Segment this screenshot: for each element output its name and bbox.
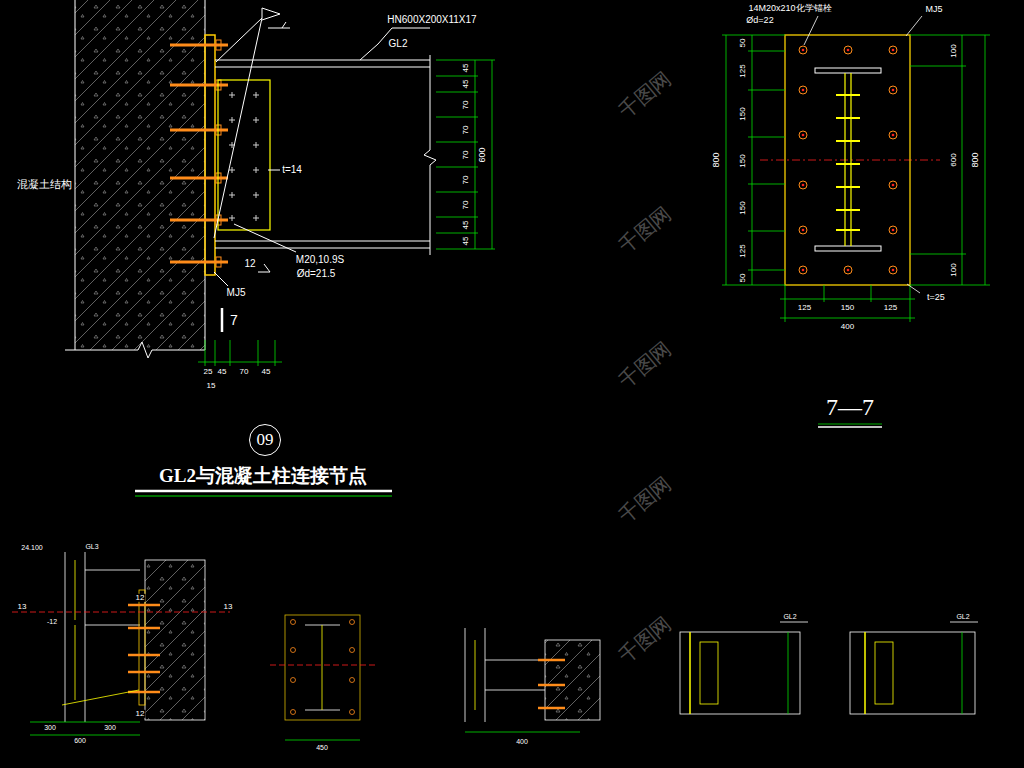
part-name: GL3 bbox=[84, 543, 99, 550]
watermark: 千图网 bbox=[615, 67, 676, 123]
dimension-text: 100 bbox=[950, 43, 958, 58]
plate-thickness: -12 bbox=[46, 618, 58, 625]
dimension-text: 450 bbox=[315, 744, 329, 751]
material-note: 混凝土结构 bbox=[16, 179, 73, 191]
watermark: 千图网 bbox=[615, 202, 676, 258]
dimension-text: 125 bbox=[797, 304, 812, 312]
detail-number-circle: 09 bbox=[249, 424, 281, 456]
dimension-text: 400 bbox=[840, 323, 855, 331]
dimension-text: 300 bbox=[43, 724, 57, 731]
embedded-plate bbox=[205, 35, 215, 275]
dimension-text: 400 bbox=[515, 738, 529, 745]
drawing-title: GL2与混凝土柱连接节点 bbox=[159, 463, 367, 489]
dimension-text: 125 bbox=[739, 243, 747, 258]
dimension-text: 600 bbox=[73, 737, 87, 744]
detail-15 bbox=[680, 622, 808, 714]
section-size: HN600X200X11X17 bbox=[386, 15, 477, 26]
anchor-spec: 14M20x210化学锚栓 bbox=[747, 4, 832, 13]
dimension-text: 15 bbox=[206, 382, 217, 390]
dimension-text: 70 bbox=[239, 368, 250, 376]
dimension-text: 150 bbox=[739, 200, 747, 215]
watermark: 千图网 bbox=[615, 612, 676, 668]
part-name: GL2 bbox=[782, 613, 797, 620]
steel-beam bbox=[215, 55, 436, 255]
section-mark: 7 bbox=[229, 313, 239, 328]
dimension-text: 125 bbox=[739, 63, 747, 78]
section-leaders bbox=[804, 16, 922, 427]
dimension-text: 70 bbox=[462, 174, 470, 185]
dimension-text: 300 bbox=[103, 724, 117, 731]
dimension-text: 800 bbox=[971, 151, 980, 168]
detail-number: 09 bbox=[257, 430, 274, 450]
beam-section bbox=[815, 68, 881, 251]
base-plate bbox=[785, 35, 910, 285]
section-dimension-lines bbox=[722, 35, 990, 322]
section-title: 7—7 bbox=[825, 395, 875, 420]
dimension-text: 45 bbox=[462, 63, 470, 74]
plate-mark: MJ5 bbox=[924, 5, 943, 14]
dimension-text: 70 bbox=[462, 124, 470, 135]
plate-thickness: t=25 bbox=[926, 293, 946, 302]
dimension-text: 600 bbox=[950, 152, 958, 167]
anchor-bolts bbox=[170, 40, 228, 267]
dimension-text: 45 bbox=[462, 236, 470, 247]
section-mark: 12 bbox=[135, 594, 146, 602]
title-underline bbox=[135, 491, 392, 496]
part-name: GL2 bbox=[388, 39, 409, 50]
dimension-text: 125 bbox=[883, 304, 898, 312]
hole-diameter: Ød=22 bbox=[745, 16, 774, 25]
dimension-text: 600 bbox=[478, 146, 487, 163]
section-center-lines bbox=[760, 160, 940, 161]
plate-thickness: t=14 bbox=[281, 165, 303, 176]
dimension-text: 70 bbox=[462, 149, 470, 160]
section-mark: 13 bbox=[223, 603, 234, 611]
dimension-text: 45 bbox=[462, 79, 470, 90]
plate-mark: MJ5 bbox=[226, 288, 247, 299]
bolt-spec: M20,10.9S bbox=[295, 255, 345, 266]
dimension-text: 25 bbox=[203, 368, 214, 376]
hole-diameter: Ød=21.5 bbox=[296, 269, 337, 280]
section-mark: 13 bbox=[17, 603, 28, 611]
detail-14 bbox=[12, 552, 230, 735]
elevation-text: 24.100 bbox=[20, 544, 43, 551]
dimension-text: 50 bbox=[739, 38, 747, 49]
detail-side bbox=[465, 628, 600, 732]
watermark: 千图网 bbox=[615, 472, 676, 528]
dimension-text: 150 bbox=[840, 304, 855, 312]
chemical-anchors bbox=[799, 46, 897, 274]
section-mark: 12 bbox=[135, 710, 146, 718]
leader-lines bbox=[214, 8, 430, 332]
dimension-text: 100 bbox=[950, 262, 958, 277]
dimension-text: 70 bbox=[462, 99, 470, 110]
part-name: GL2 bbox=[955, 613, 970, 620]
watermark: 千图网 bbox=[615, 337, 676, 393]
dimension-text: 50 bbox=[739, 272, 747, 283]
dimension-text: 70 bbox=[462, 199, 470, 210]
detail-16 bbox=[850, 622, 978, 714]
dimension-text: 45 bbox=[462, 220, 470, 231]
dimension-text: 45 bbox=[217, 368, 228, 376]
dimension-lines bbox=[198, 60, 495, 366]
dimension-text: 150 bbox=[739, 153, 747, 168]
dimension-text: 45 bbox=[261, 368, 272, 376]
dimension-text: 800 bbox=[712, 151, 721, 168]
dimension-text: 150 bbox=[739, 106, 747, 121]
weld-size: 12 bbox=[243, 259, 256, 270]
detail-13-section bbox=[270, 615, 375, 740]
